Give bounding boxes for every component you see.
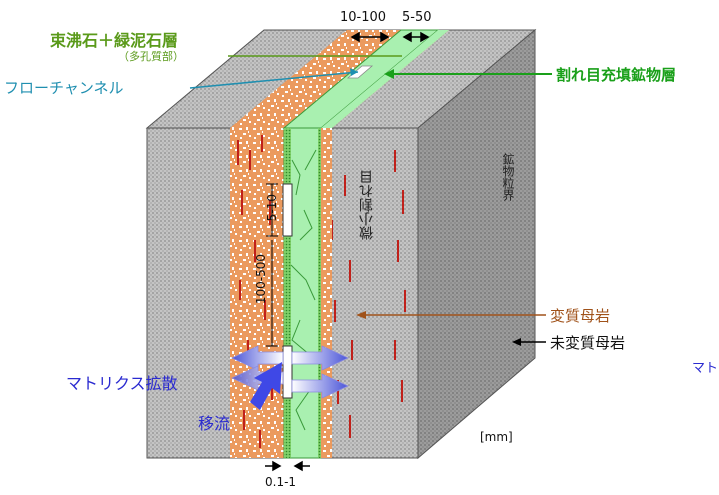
micro-fracture-lines	[290, 149, 317, 431]
micro-fracture-label: 微小割れ目	[359, 170, 375, 240]
diffusion-arrow-right-lower	[291, 373, 349, 399]
advection-label: 移流	[198, 414, 231, 433]
flow-channel-arrowhead	[350, 68, 358, 76]
matrix-diffusion-label: マトリクス拡散	[66, 374, 178, 393]
zeolite-chlorite-label: 束沸石＋緑泥石層	[50, 31, 179, 50]
top-dimension-b: 5-50	[402, 10, 432, 25]
altered-arrowhead	[356, 311, 366, 319]
unaltered-arrowhead	[512, 338, 521, 346]
vertical-dimension	[266, 183, 278, 347]
unit-label: [mm]	[480, 430, 513, 444]
top-dimension-arrows	[350, 31, 430, 43]
vertical-dimension-a: 5-10	[265, 194, 279, 222]
advection-arrow	[250, 362, 282, 410]
porous-edge-left	[284, 128, 291, 458]
unaltered-host-rock-label: 未変質母岩	[550, 334, 626, 352]
flow-channel-label: フローチャンネル	[4, 79, 124, 97]
flow-channel-top	[346, 65, 374, 79]
diffusion-arrow-right-upper	[291, 345, 349, 371]
bottom-dimension: 0.1-1	[265, 475, 297, 489]
fracture-filling-label: 割れ目充填鉱物層	[556, 66, 677, 84]
porous-edge-right	[318, 128, 322, 458]
vertical-dimension-b: 100-500	[254, 254, 268, 305]
fracture-filling-arrowhead	[384, 69, 394, 79]
mineral-grain-boundary-label: 鉱物粒界	[501, 153, 515, 201]
altered-zone-right	[321, 30, 449, 128]
altered-zone-right-face	[321, 128, 332, 458]
cut-off-text: マト	[692, 361, 719, 376]
bottom-dimension-arrows	[265, 460, 310, 472]
flow-channel-leader	[189, 71, 359, 89]
aperture-box-lower	[282, 345, 293, 399]
altered-host-rock-label: 変質母岩	[550, 307, 611, 325]
top-dimension-a: 10-100	[340, 10, 387, 25]
porous-part-label: （多孔質部）	[118, 50, 184, 63]
aperture-box-upper	[282, 183, 293, 237]
